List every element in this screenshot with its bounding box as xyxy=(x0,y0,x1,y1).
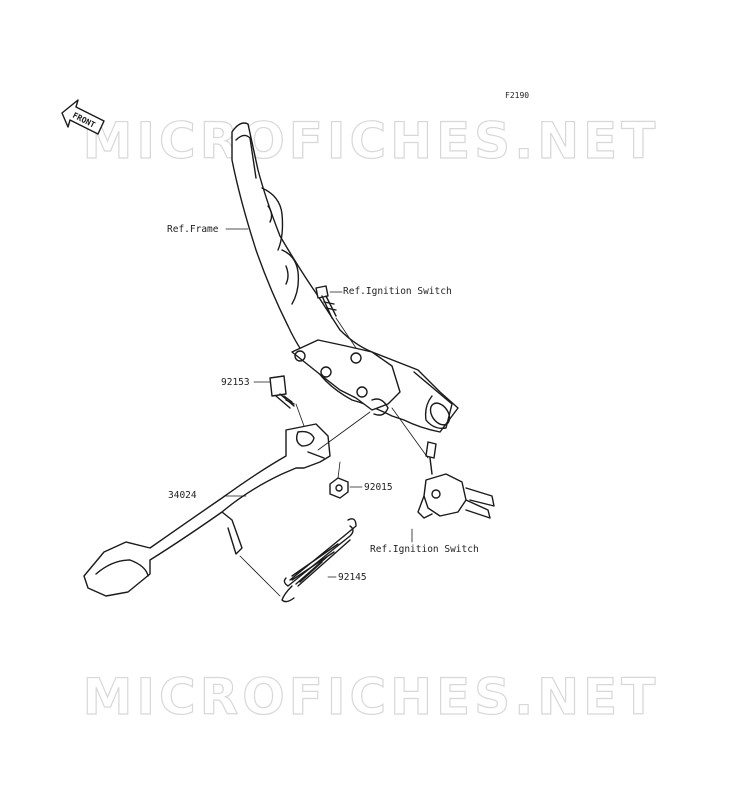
label-part-92015[interactable]: 92015 xyxy=(364,482,393,493)
label-part-92145[interactable]: 92145 xyxy=(338,572,367,583)
watermark-top: MICROFICHES.NET xyxy=(82,111,660,170)
bolt-92153 xyxy=(269,375,295,409)
diagram-code: F2190 xyxy=(505,91,530,100)
ignition-switch-assembly xyxy=(417,441,495,519)
label-ref-ignition-switch-top[interactable]: Ref.Ignition Switch xyxy=(343,286,452,297)
nut-92015 xyxy=(329,477,349,499)
ignition-switch-screw xyxy=(315,285,337,319)
label-ref-frame[interactable]: Ref.Frame xyxy=(167,224,219,235)
label-ref-ignition-switch-bottom[interactable]: Ref.Ignition Switch xyxy=(370,544,479,555)
watermark-bottom: MICROFICHES.NET xyxy=(82,667,660,726)
side-stand-34024 xyxy=(83,423,331,597)
label-part-92153[interactable]: 92153 xyxy=(221,377,250,388)
spring-92145 xyxy=(281,518,357,603)
label-part-34024[interactable]: 34024 xyxy=(168,490,197,501)
frame-illustration xyxy=(231,122,459,433)
leader-lines xyxy=(223,228,429,597)
front-arrow-icon: FRONT xyxy=(61,99,105,135)
